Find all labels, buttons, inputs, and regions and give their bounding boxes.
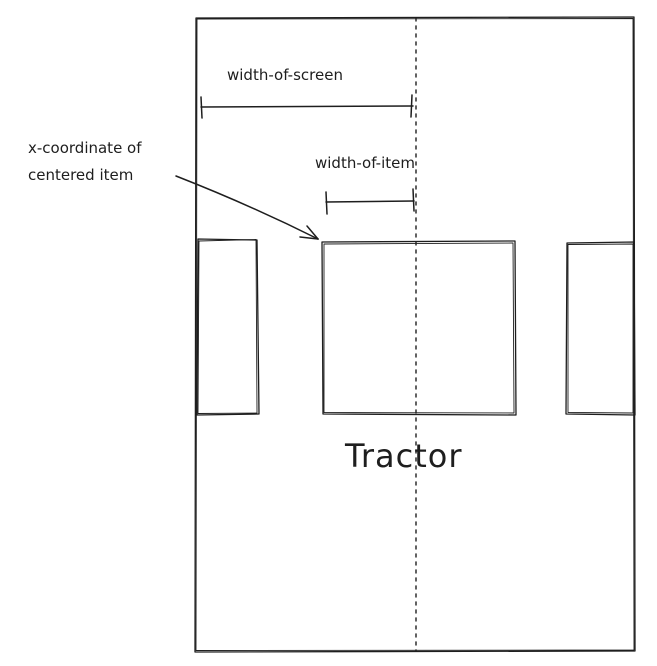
screen-width-label: width-of-screen — [227, 66, 343, 84]
x-coordinate-label-line1: x-coordinate of — [28, 139, 142, 157]
pointer-arrow — [175, 175, 319, 240]
screen-width-measure — [200, 94, 414, 119]
item-title: Tractor — [344, 437, 462, 475]
centered-item-card — [321, 240, 517, 416]
next-item-card — [565, 241, 636, 416]
x-coordinate-label-line2: centered item — [28, 166, 133, 184]
item-width-measure — [325, 188, 415, 215]
item-width-label: width-of-item — [315, 154, 415, 172]
screen-frame — [194, 16, 636, 653]
previous-item-card — [196, 238, 260, 416]
